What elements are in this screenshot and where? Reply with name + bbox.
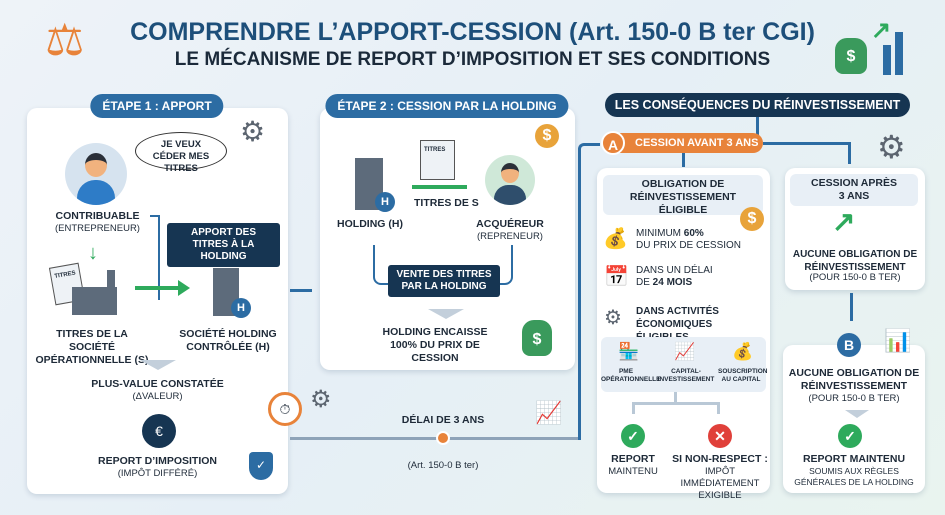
chevron-down-icon — [428, 309, 464, 319]
trend-up-icon: ↗ — [832, 206, 856, 237]
person-sublabel: (ENTREPRENEUR) — [55, 223, 140, 234]
holding-building-icon: H — [345, 158, 395, 213]
timeline-marker — [436, 431, 450, 445]
money-growth-icon: $ ↗ — [835, 17, 905, 75]
arrow-right-icon — [135, 286, 180, 290]
case-a-badge: A CESSION AVANT 3 ANS — [601, 131, 763, 155]
min-post: DU PRIX DE CESSION — [636, 240, 742, 251]
calendar-icon: 📅 — [604, 266, 629, 288]
after-none: AUCUNE OBLIGATION DE RÉINVESTISSEMENT — [792, 249, 918, 273]
buyer-label: ACQUÉREUR — [476, 218, 544, 230]
min-value: 60% — [683, 228, 704, 239]
timeline-line — [290, 437, 580, 440]
page-subtitle: LE MÉCANISME DE REPORT D’IMPOSITION ET S… — [174, 49, 771, 70]
sale-label: VENTE DES TITRES PAR LA HOLDING — [388, 265, 500, 297]
delay-pre: DANS UN DÉLAI — [636, 265, 713, 276]
gears-icon: ⚙ — [240, 116, 266, 147]
arrow-right-icon — [412, 185, 467, 189]
person-label: CONTRIBUABLE — [55, 210, 140, 222]
holding-label: HOLDING (H) — [337, 218, 403, 230]
after-3-years-label: CESSION APRÈS 3 ANS — [790, 174, 918, 206]
transfer-label: APPORT DES TITRES À LA HOLDING — [167, 223, 280, 267]
timeline-label: DÉLAI DE 3 ANS — [401, 414, 485, 426]
gears-icon: ⚙ — [310, 386, 332, 413]
buyer-avatar — [485, 155, 535, 205]
case-b-none: AUCUNE OBLIGATION DE RÉINVESTISSEMENT — [788, 367, 920, 392]
company-h-label: SOCIÉTÉ HOLDING CONTRÔLÉE (H) — [179, 328, 277, 353]
case-a-ok-sub: MAINTENU — [608, 466, 658, 477]
case-b-ok-sub: SOUMIS AUX RÈGLES GÉNÉRALES DE LA HOLDIN… — [794, 466, 914, 487]
economy-gear-icon: ⚙ — [604, 307, 622, 329]
person-avatar — [65, 143, 127, 205]
arrow-down-icon — [682, 153, 685, 167]
minimum-text: MINIMUM 60%DU PRIX DE CESSION — [636, 228, 756, 252]
delay-de: DE — [636, 277, 653, 288]
buyer-sublabel: (REPRENEUR) — [477, 231, 543, 242]
option-pme: PME OPÉRATIONNELLE — [601, 368, 661, 383]
case-a-ko-sub: IMPÔT IMMÉDIATEMENT EXIGIBLE — [680, 466, 760, 501]
tax-document-icon: € — [142, 414, 176, 448]
case-a-mark: A — [601, 131, 625, 155]
document-icon: TITRES — [420, 140, 455, 180]
min-pre: MINIMUM — [636, 228, 684, 239]
company-s-label: TITRES DE LA SOCIÉTÉ OPÉRATIONNELLE (S) — [35, 328, 149, 366]
consequences-header: LES CONSÉQUENCES DU RÉINVESTISSEMENT — [605, 93, 910, 117]
step1-badge: ÉTAPE 1 : APPORT — [90, 94, 224, 118]
split-stem — [674, 392, 677, 404]
delay-value: 24 MOIS — [652, 277, 693, 288]
thought-bubble: JE VEUX CÉDER MES TITRES — [135, 132, 227, 174]
factory-icon: TITRES — [48, 262, 122, 315]
connector-line — [150, 215, 160, 300]
bar-chart-icon: 📊 — [884, 328, 912, 353]
scale-icon: ⚖ — [45, 16, 85, 65]
case-a-ok: REPORT — [611, 453, 655, 465]
chart-up-icon: 📈 — [674, 342, 696, 361]
case-b-mark: B — [837, 333, 861, 357]
arrow-down-icon: ↓ — [88, 242, 98, 264]
arrow-head — [178, 280, 190, 296]
report-label: REPORT D’IMPOSITION — [97, 455, 217, 467]
option-capital-investissement: CAPITAL-INVESTISSEMENT — [657, 368, 715, 383]
gain-label: PLUS-VALUE CONSTATÉE — [91, 378, 224, 390]
options-box — [601, 337, 766, 392]
timeline-ref: (Art. 150-0 B ter) — [407, 460, 479, 471]
timeline-connector — [578, 143, 600, 440]
cash-label: HOLDING ENCAISSE 100% DU PRIX DE CESSION — [382, 326, 488, 364]
money-bag-icon: $ — [522, 320, 552, 356]
case-a-ko: SI NON-RESPECT : — [672, 453, 768, 465]
gain-sublabel: (ΔVALEUR) — [132, 391, 183, 402]
coins-icon: $ — [535, 124, 559, 148]
check-icon: ✓ — [838, 424, 862, 448]
step2-badge: ÉTAPE 2 : CESSION PAR LA HOLDING — [325, 94, 569, 118]
coins-icon: $ — [740, 207, 764, 231]
report-sublabel: (IMPÔT DIFFÉRÉ) — [117, 468, 198, 479]
arrow-right-icon — [290, 289, 312, 292]
option-souscription: SOUSCRIPTION AU CAPITAL — [718, 368, 768, 383]
check-icon: ✓ — [621, 424, 645, 448]
money-hand-icon: 💰 — [603, 228, 628, 250]
obligation-title: OBLIGATION DE RÉINVESTISSEMENT ÉLIGIBLE — [603, 175, 763, 216]
growth-chart-icon: 📈 — [535, 400, 563, 425]
after-none-sub: (POUR 150-0 B TER) — [809, 272, 901, 283]
shop-icon: 🏪 — [618, 342, 640, 361]
header-connector — [756, 117, 759, 137]
cross-icon: ✕ — [708, 424, 732, 448]
chevron-down-icon — [140, 360, 176, 370]
page-title: COMPRENDRE L’APPORT-CESSION (Art. 150-0 … — [130, 18, 815, 46]
money-hand-icon: 💰 — [732, 342, 754, 361]
case-b-card — [783, 345, 925, 493]
gears-icon: ⚙ — [877, 129, 906, 165]
chevron-down-icon — [845, 410, 869, 418]
case-a-label: CESSION AVANT 3 ANS — [635, 137, 759, 149]
stopwatch-icon: ⏱ — [268, 392, 302, 426]
case-b-ok: REPORT MAINTENU — [802, 453, 906, 465]
holding-building-icon: H — [205, 268, 251, 318]
case-b-none-sub: (POUR 150-0 B TER) — [808, 393, 900, 404]
arrow-down-icon — [850, 293, 853, 321]
branch-connector — [763, 142, 851, 164]
shield-icon: ✓ — [249, 452, 273, 480]
titres-label: TITRES DE S — [414, 197, 479, 209]
